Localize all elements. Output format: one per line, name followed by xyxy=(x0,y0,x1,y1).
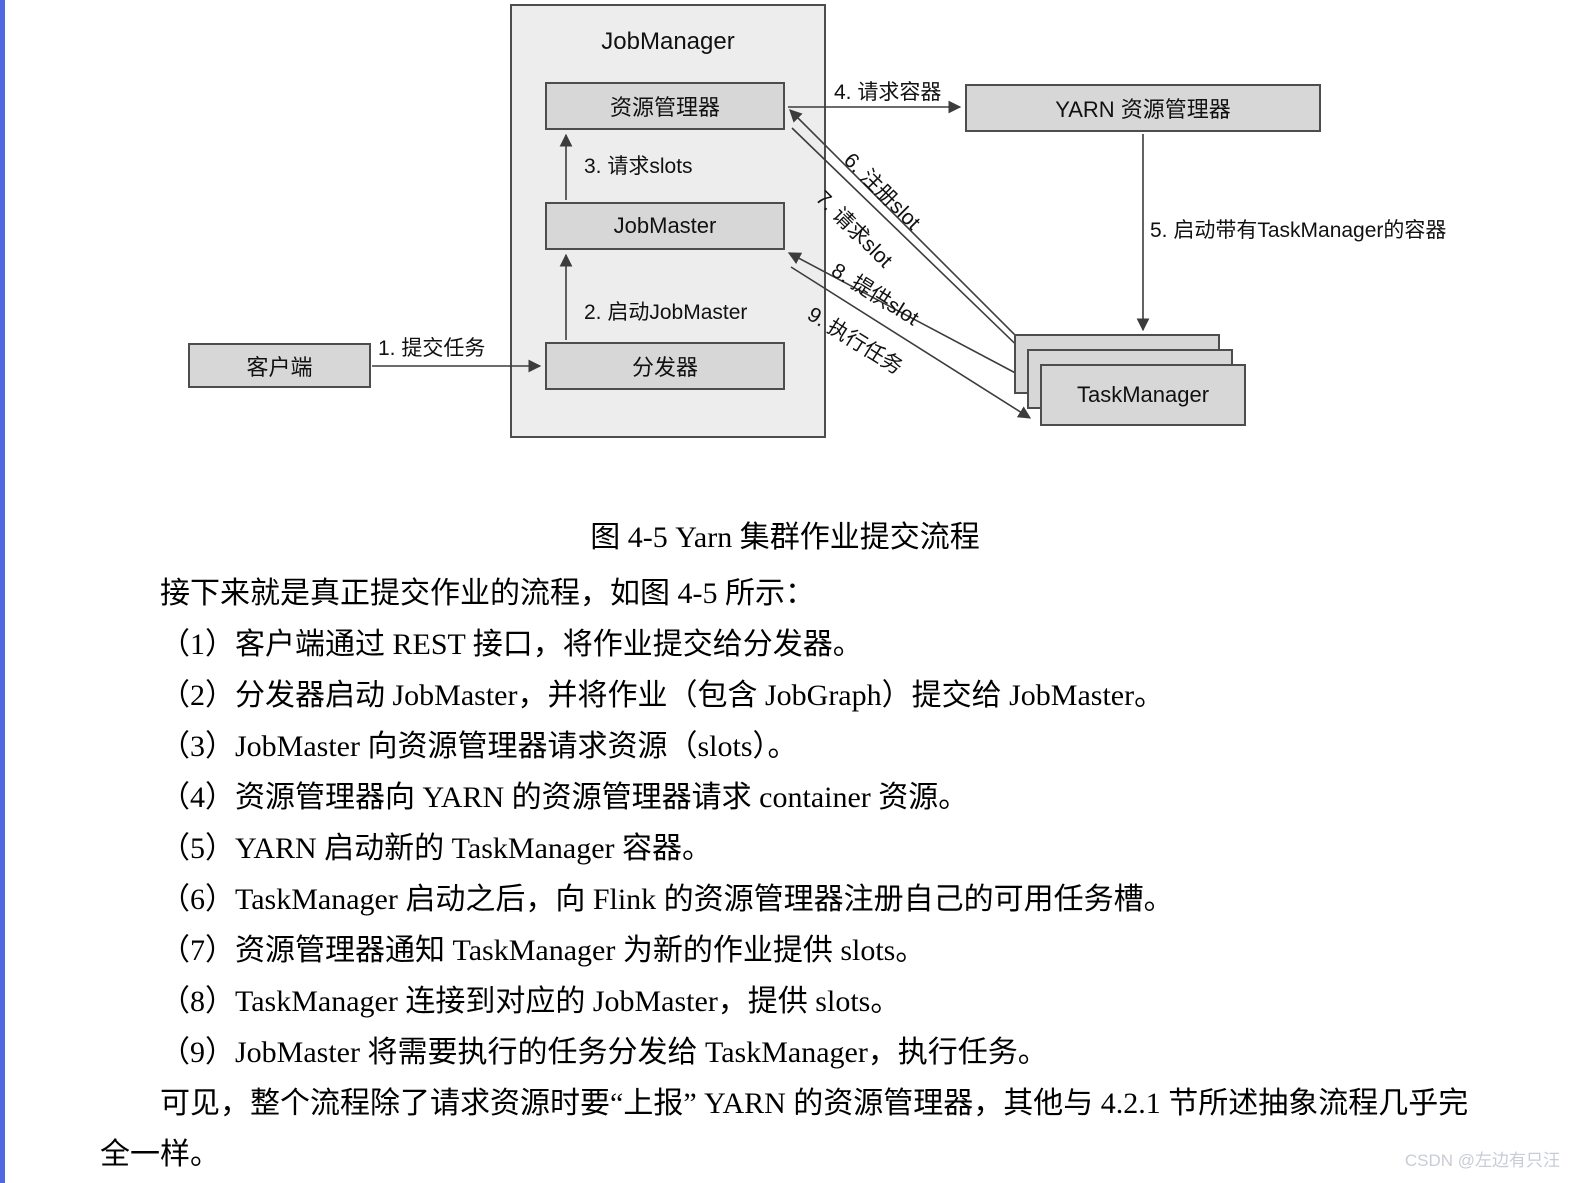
node-jobmaster: JobMaster xyxy=(545,202,785,250)
figure-caption: 图 4-5 Yarn 集群作业提交流程 xyxy=(590,521,980,554)
body-paragraph: （8）TaskManager 连接到对应的 JobMaster，提供 slots… xyxy=(160,985,901,1018)
body-paragraph: （9）JobMaster 将需要执行的任务分发给 TaskManager，执行任… xyxy=(160,1036,1048,1069)
body-paragraph: （7）资源管理器通知 TaskManager 为新的作业提供 slots。 xyxy=(160,934,926,967)
body-paragraph: 可见，整个流程除了请求资源时要“上报” YARN 的资源管理器，其他与 4.2.… xyxy=(100,1087,1469,1171)
body-text: 接下来就是真正提交作业的流程，如图 4-5 所示： （1）客户端通过 REST … xyxy=(100,568,1480,1180)
node-client: 客户端 xyxy=(188,343,371,388)
jobmanager-title: JobManager xyxy=(601,28,735,55)
body-paragraph: （1）客户端通过 REST 接口，将作业提交给分发器。 xyxy=(160,628,863,661)
edge-label-start-jobmaster: 2. 启动JobMaster xyxy=(584,301,748,324)
body-paragraph: （6）TaskManager 启动之后，向 Flink 的资源管理器注册自己的可… xyxy=(160,883,1174,916)
edge-label-request-container: 4. 请求容器 xyxy=(834,81,942,104)
body-paragraph: （2）分发器启动 JobMaster，并将作业（包含 JobGraph）提交给 … xyxy=(160,679,1165,712)
arrow-6-register-slot xyxy=(789,109,1025,345)
edge-label-request-slots: 3. 请求slots xyxy=(584,155,693,178)
node-taskmanager: TaskManager xyxy=(1040,364,1246,426)
edge-label-start-taskmanager-container: 5. 启动带有TaskManager的容器 xyxy=(1150,219,1447,242)
csdn-watermark: CSDN @左边有只汪 xyxy=(1404,1151,1560,1170)
body-paragraph: （4）资源管理器向 YARN 的资源管理器请求 container 资源。 xyxy=(160,781,969,814)
body-paragraph: （5）YARN 启动新的 TaskManager 容器。 xyxy=(160,832,713,865)
arrow-8-provide-slot xyxy=(787,252,1041,387)
node-dispatcher: 分发器 xyxy=(545,342,785,390)
arrow-7-request-slot xyxy=(791,127,1035,363)
body-paragraph: （3）JobMaster 向资源管理器请求资源（slots）。 xyxy=(160,730,798,763)
left-edge-accent xyxy=(0,0,5,1183)
yarn-job-submission-flow-diagram: JobManager 资源管理器 JobMaster 分 xyxy=(0,0,1570,470)
diagram-arrows-layer xyxy=(372,100,1150,419)
arrow-9-execute-task xyxy=(790,266,1032,419)
node-resource-manager: 资源管理器 xyxy=(545,82,785,130)
edge-label-submit-task: 1. 提交任务 xyxy=(378,337,486,360)
body-paragraph: 接下来就是真正提交作业的流程，如图 4-5 所示： xyxy=(160,577,815,610)
node-yarn-resource-manager: YARN 资源管理器 xyxy=(965,84,1321,132)
